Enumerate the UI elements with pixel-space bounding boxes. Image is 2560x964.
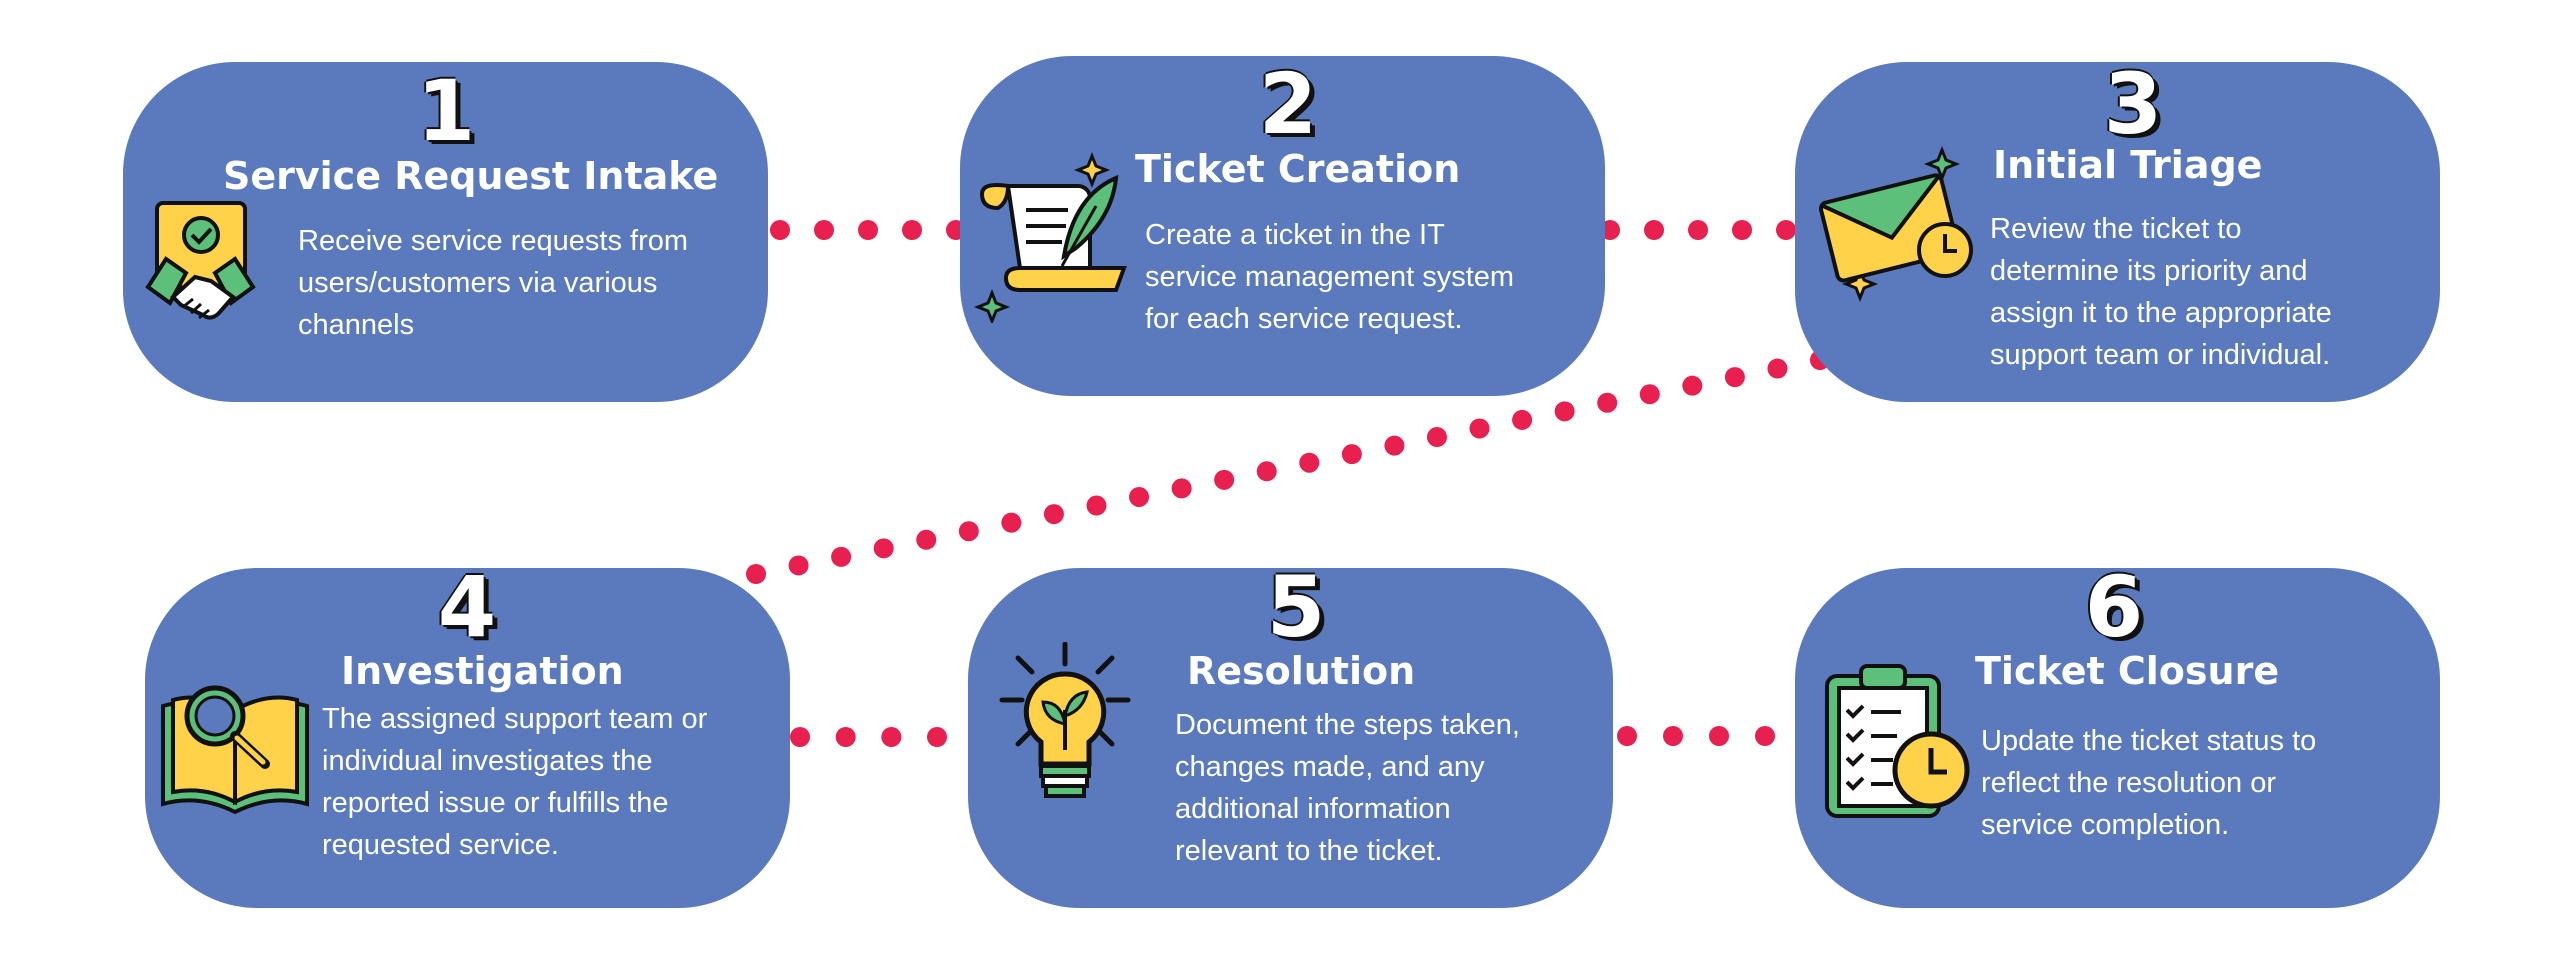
connector-dot xyxy=(1171,478,1192,499)
connector-dot xyxy=(916,529,937,550)
connector-dot xyxy=(958,521,979,542)
connector-dot xyxy=(1001,512,1022,533)
connector-dot xyxy=(831,546,852,567)
connector-dot xyxy=(1724,367,1745,388)
connector-dot xyxy=(746,564,766,584)
connector-dot xyxy=(1709,726,1729,746)
book-magnifier-icon xyxy=(161,685,309,815)
step-card-5: 5 Resolution Document the steps taken, c… xyxy=(968,558,1613,908)
connector-dot xyxy=(1639,384,1660,405)
connector-dot xyxy=(1256,461,1277,482)
step-number: 6 xyxy=(2084,558,2144,656)
connector-dot xyxy=(835,727,856,747)
connector-dot xyxy=(902,220,922,240)
envelope-clock-icon xyxy=(1818,146,1973,303)
step-description: Document the steps taken, changes made, … xyxy=(1175,709,1520,867)
connector-dot xyxy=(881,727,902,747)
step-description: Review the ticket to determine its prior… xyxy=(1990,213,2332,371)
connector-dot xyxy=(1776,220,1796,240)
connector-dot xyxy=(1554,401,1575,422)
step-number: 5 xyxy=(1266,558,1326,656)
step-title: Ticket Creation xyxy=(1135,147,1461,191)
step-number: 3 xyxy=(2103,55,2163,153)
connector-dot xyxy=(1086,495,1107,516)
step-number: 1 xyxy=(416,62,476,160)
connector-dot xyxy=(1043,504,1064,525)
step-number: 2 xyxy=(1258,55,1318,153)
connector-dot xyxy=(1129,486,1150,507)
connector-dot xyxy=(1732,220,1752,240)
connector-dot xyxy=(1384,435,1405,456)
step-title: Ticket Closure xyxy=(1975,649,2280,693)
step-title: Service Request Intake xyxy=(223,154,719,198)
step-description: Create a ticket in the IT service manage… xyxy=(1145,219,1515,335)
step-title: Initial Triage xyxy=(1993,143,2263,187)
handshake-icon xyxy=(145,201,256,320)
scroll-quill-icon xyxy=(973,151,1127,323)
clipboard-clock-icon xyxy=(1825,664,1970,818)
connector-dot xyxy=(1299,452,1320,473)
connector-dot xyxy=(788,555,809,576)
step-card-4: 4 Investigation The assigned support tea… xyxy=(145,558,790,908)
step-description: The assigned support team or individual … xyxy=(322,703,708,861)
step-title: Resolution xyxy=(1187,649,1416,693)
connector-dot xyxy=(1214,469,1235,490)
step-number: 4 xyxy=(437,558,497,656)
step-card-2: 2 Ticket Creation Create a ticket in the… xyxy=(960,56,1605,396)
connector-dot xyxy=(1512,409,1533,430)
connector-dot xyxy=(814,220,834,240)
connector-dot xyxy=(858,220,878,240)
step-card-6: 6 Ticket Closure Update the ticket statu… xyxy=(1795,558,2440,908)
connector-dot xyxy=(927,727,947,747)
connector-dot xyxy=(1341,444,1362,465)
connector-dot xyxy=(1755,726,1775,746)
step-title: Investigation xyxy=(341,649,624,693)
connector-dot xyxy=(1688,220,1708,240)
step-description: Receive service requests from users/cust… xyxy=(298,225,689,341)
connector-dot xyxy=(1617,726,1637,746)
step-card-3: 3 Initial Triage Review the ticket to de… xyxy=(1795,62,2440,402)
connector-dot xyxy=(790,727,810,747)
connector-dot xyxy=(1767,358,1788,379)
connector-dot xyxy=(1600,220,1620,240)
connector-dot xyxy=(1682,375,1703,396)
step-card-1: 1 Service Request Intake Receive service… xyxy=(123,62,768,402)
connector-dot xyxy=(1597,392,1618,413)
connector-dot xyxy=(1644,220,1664,240)
connector-dot xyxy=(1426,427,1447,448)
step-description: Update the ticket status to reflect the … xyxy=(1981,725,2317,841)
lightbulb-plant-icon xyxy=(999,642,1131,798)
connector-dot xyxy=(873,538,894,559)
connector-dot xyxy=(1663,726,1683,746)
connector-dot xyxy=(770,220,790,240)
connector-dot xyxy=(1469,418,1490,439)
